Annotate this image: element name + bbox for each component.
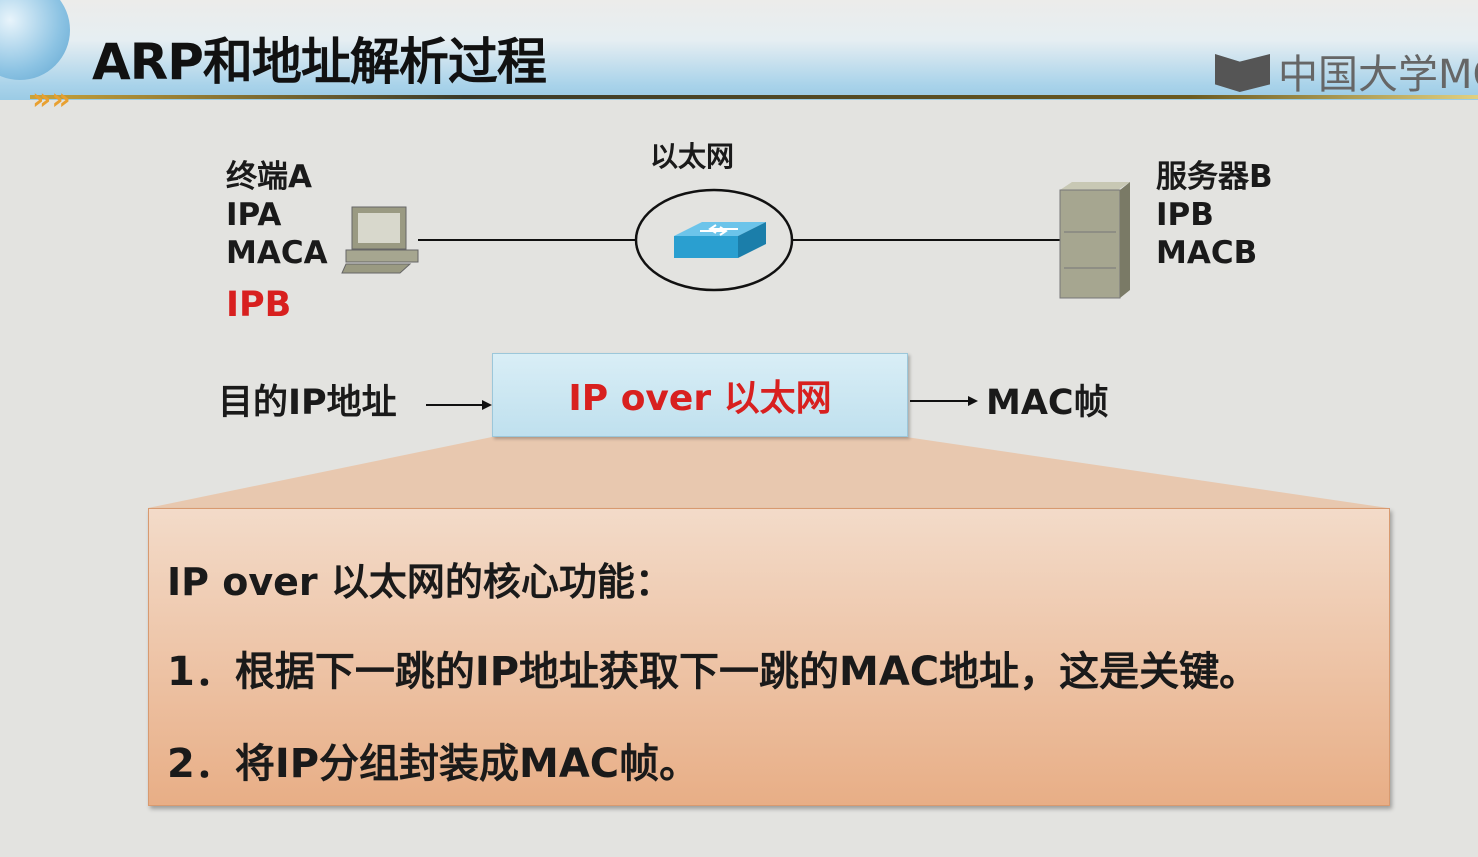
server-ip: IPB: [1156, 197, 1214, 233]
callout-heading: IP over 以太网的核心功能：: [167, 560, 673, 604]
terminal-labels: 终端A IPA MACA IPB: [226, 158, 328, 324]
terminal-mac: MACA: [226, 235, 328, 271]
ethernet-ellipse: [634, 188, 794, 292]
core-functions-callout: IP over 以太网的核心功能： 1．根据下一跳的IP地址获取下一跳的MAC地…: [148, 508, 1390, 806]
ip-over-ethernet-box: IP over 以太网: [492, 353, 908, 437]
flow-output: MAC帧: [986, 383, 1109, 423]
arrow-output: [910, 396, 978, 406]
logo-text: 中国大学MO: [1278, 52, 1478, 98]
switch-icon: [674, 222, 766, 258]
terminal-ip: IPA: [226, 197, 282, 233]
arrow-input: [426, 400, 492, 410]
computer-icon: [341, 206, 419, 274]
target-ip: IPB: [226, 285, 292, 325]
callout-connector: [148, 437, 1388, 508]
mooc-logo: 中国大学MO: [1215, 42, 1478, 100]
callout-item-1: 1．根据下一跳的IP地址获取下一跳的MAC地址，这是关键。: [167, 649, 1260, 695]
chevrons-icon: »»: [32, 82, 71, 117]
callout-item-2: 2．将IP分组封装成MAC帧。: [167, 741, 700, 787]
slide-title: ARP和地址解析过程: [92, 33, 547, 91]
server-icon: [1059, 182, 1130, 299]
server-mac: MACB: [1156, 235, 1258, 271]
ethernet-label: 以太网: [650, 140, 735, 173]
server-labels: 服务器B IPB MACB: [1156, 158, 1273, 272]
header-divider: [30, 95, 1478, 99]
terminal-name: 终端A: [226, 159, 312, 195]
server-name: 服务器B: [1156, 159, 1273, 195]
flow-input: 目的IP地址: [218, 383, 397, 423]
